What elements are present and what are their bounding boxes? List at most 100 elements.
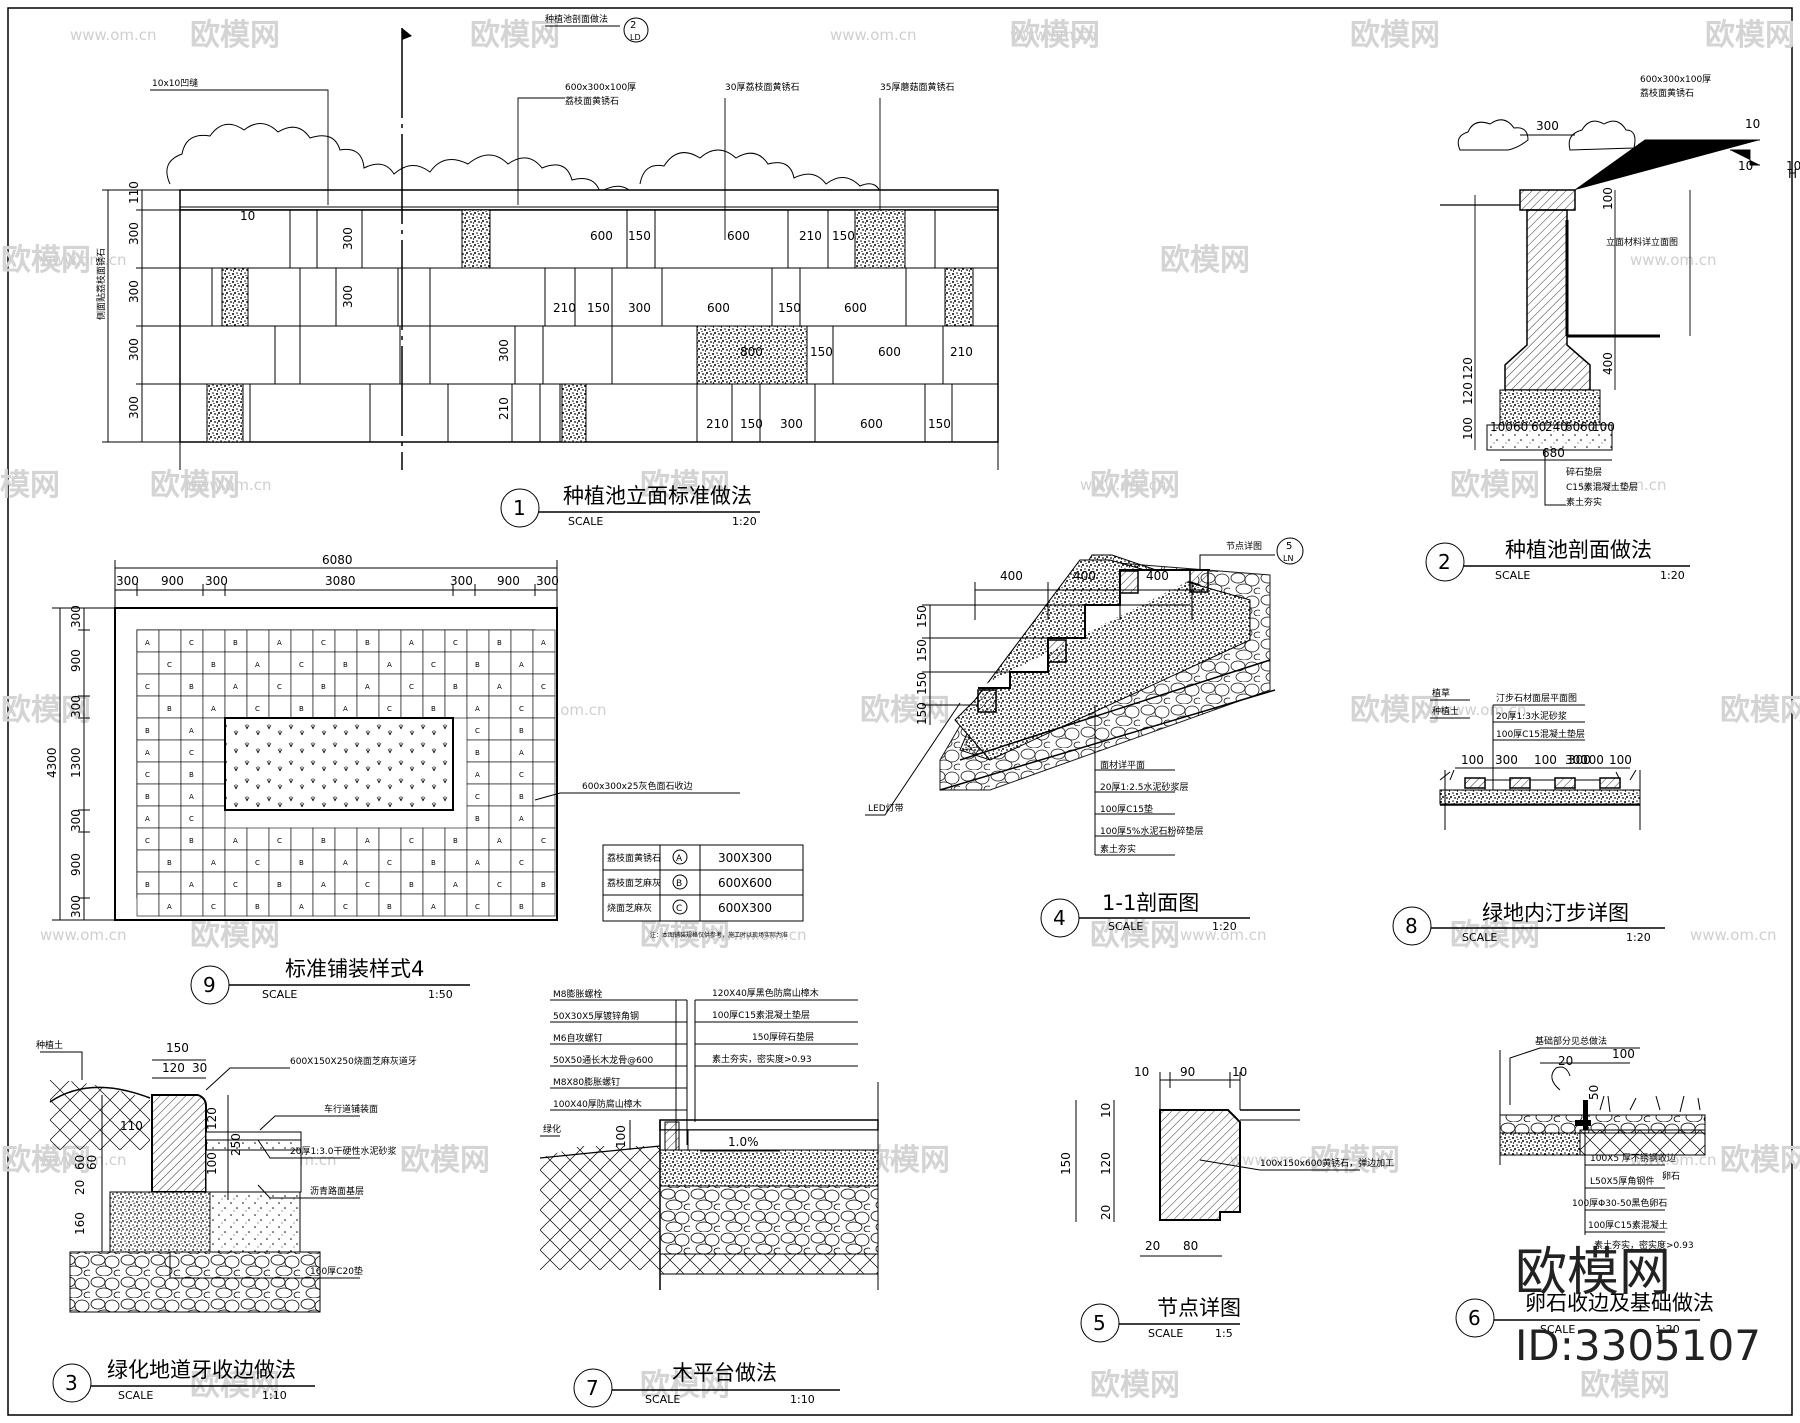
svg-text:1-1剖面图: 1-1剖面图 bbox=[1102, 891, 1199, 915]
paving-code: C bbox=[255, 705, 260, 713]
svg-text:60: 60 bbox=[1531, 420, 1546, 434]
paving-code: B bbox=[255, 903, 260, 911]
watermark-text: 欧模网 bbox=[1090, 918, 1180, 953]
svg-text:木平台做法: 木平台做法 bbox=[672, 1361, 777, 1385]
paving-tile bbox=[202, 783, 226, 807]
svg-text:20: 20 bbox=[1099, 1205, 1113, 1220]
svg-text:600: 600 bbox=[590, 229, 613, 243]
svg-text:1:10: 1:10 bbox=[262, 1389, 287, 1402]
svg-text:120: 120 bbox=[162, 1061, 185, 1075]
paving-tile bbox=[422, 673, 446, 697]
paving-tile bbox=[312, 849, 336, 873]
svg-text:210: 210 bbox=[497, 397, 511, 420]
svg-text:100: 100 bbox=[1490, 420, 1513, 434]
svg-text:300: 300 bbox=[116, 574, 139, 588]
svg-text:300: 300 bbox=[628, 301, 651, 315]
svg-text:1300: 1300 bbox=[69, 747, 83, 778]
paving-code: C bbox=[277, 837, 282, 845]
paving-tile bbox=[268, 849, 292, 873]
paving-code: C bbox=[233, 881, 238, 889]
paving-code: A bbox=[453, 881, 458, 889]
svg-text:6: 6 bbox=[1468, 1306, 1481, 1330]
watermark-text: 欧模网 bbox=[1160, 243, 1250, 278]
paving-code: A bbox=[343, 859, 348, 867]
svg-text:1:20: 1:20 bbox=[732, 515, 757, 528]
svg-text:素土夯实，密实度>0.93: 素土夯实，密实度>0.93 bbox=[712, 1053, 812, 1065]
paving-tile bbox=[488, 805, 512, 829]
svg-text:10: 10 bbox=[1134, 1065, 1149, 1079]
svg-text:300: 300 bbox=[127, 338, 141, 361]
svg-text:沥青路面基层: 沥青路面基层 bbox=[310, 1185, 364, 1197]
paving-tile bbox=[510, 673, 534, 697]
paving-code: B bbox=[189, 837, 194, 845]
svg-text:烧面芝麻灰: 烧面芝麻灰 bbox=[607, 902, 652, 914]
watermark-text: 欧模网 bbox=[0, 468, 60, 503]
paving-code: A bbox=[497, 683, 502, 691]
svg-text:160厚C20垫: 160厚C20垫 bbox=[310, 1265, 363, 1277]
svg-text:600x300x25灰色面石收边: 600x300x25灰色面石收边 bbox=[582, 780, 692, 792]
paving-tile bbox=[488, 893, 512, 917]
paving-tile bbox=[158, 783, 182, 807]
svg-text:100厚5%水泥石粉碎垫层: 100厚5%水泥石粉碎垫层 bbox=[1100, 825, 1203, 837]
paving-tile bbox=[202, 871, 226, 895]
paving-tile bbox=[246, 673, 270, 697]
paving-tile bbox=[510, 827, 534, 851]
watermark-text: 欧模网 bbox=[1090, 1368, 1180, 1403]
paving-code: A bbox=[365, 683, 370, 691]
watermark-text: 欧模网 bbox=[1720, 1143, 1800, 1178]
svg-text:C: C bbox=[676, 904, 682, 914]
svg-text:150: 150 bbox=[915, 605, 929, 628]
svg-text:节点详图: 节点详图 bbox=[1157, 1296, 1241, 1320]
paving-code: A bbox=[409, 639, 414, 647]
svg-text:SCALE: SCALE bbox=[568, 515, 603, 528]
watermark-url: www.om.cn bbox=[1580, 476, 1667, 494]
svg-text:60: 60 bbox=[1580, 420, 1595, 434]
svg-text:60: 60 bbox=[85, 1155, 99, 1170]
svg-text:C15素混凝土垫层: C15素混凝土垫层 bbox=[1566, 481, 1638, 493]
svg-text:50X50通长木龙骨@600: 50X50通长木龙骨@600 bbox=[553, 1054, 654, 1066]
svg-text:210: 210 bbox=[950, 345, 973, 359]
paving-code: A bbox=[387, 661, 392, 669]
svg-text:8: 8 bbox=[1405, 914, 1418, 938]
svg-text:100厚C15素混凝土垫层: 100厚C15素混凝土垫层 bbox=[712, 1009, 810, 1021]
paving-code: B bbox=[299, 859, 304, 867]
paving-tile bbox=[246, 827, 270, 851]
paving-code: A bbox=[321, 881, 326, 889]
svg-text:种植土: 种植土 bbox=[36, 1039, 63, 1051]
paving-tile bbox=[466, 871, 490, 895]
paving-tile bbox=[202, 739, 226, 763]
svg-text:150: 150 bbox=[628, 229, 651, 243]
paving-tile bbox=[202, 827, 226, 851]
svg-text:600: 600 bbox=[844, 301, 867, 315]
svg-text:L50X5厚角钢件: L50X5厚角钢件 bbox=[1590, 1175, 1654, 1187]
paving-tile bbox=[268, 893, 292, 917]
svg-text:100: 100 bbox=[1609, 753, 1632, 767]
svg-text:6080: 6080 bbox=[322, 553, 353, 567]
svg-text:300: 300 bbox=[1495, 753, 1518, 767]
svg-text:150: 150 bbox=[166, 1041, 189, 1055]
svg-text:2: 2 bbox=[630, 20, 636, 31]
paving-tile bbox=[488, 695, 512, 719]
svg-text:100: 100 bbox=[205, 1152, 219, 1175]
svg-text:300: 300 bbox=[497, 339, 511, 362]
svg-text:400: 400 bbox=[1073, 569, 1096, 583]
svg-text:160: 160 bbox=[73, 1212, 87, 1235]
svg-text:9: 9 bbox=[203, 973, 216, 997]
svg-text:10x10凹缝: 10x10凹缝 bbox=[152, 77, 198, 89]
paving-code: A bbox=[475, 705, 480, 713]
svg-text:120X40厚黑色防腐山樟木: 120X40厚黑色防腐山樟木 bbox=[712, 987, 819, 999]
svg-text:600: 600 bbox=[727, 229, 750, 243]
svg-text:种植池剖面做法: 种植池剖面做法 bbox=[545, 13, 608, 25]
svg-text:100: 100 bbox=[1534, 753, 1557, 767]
paving-tile bbox=[532, 651, 556, 675]
paving-code: C bbox=[431, 661, 436, 669]
svg-text:种植池剖面做法: 种植池剖面做法 bbox=[1505, 538, 1652, 562]
svg-text:1:20: 1:20 bbox=[1212, 920, 1237, 933]
svg-text:150: 150 bbox=[832, 229, 855, 243]
paving-tile bbox=[158, 761, 182, 785]
svg-text:400: 400 bbox=[1601, 352, 1615, 375]
paving-code: B bbox=[145, 793, 150, 801]
paving-code: C bbox=[475, 793, 480, 801]
paving-code: A bbox=[299, 903, 304, 911]
